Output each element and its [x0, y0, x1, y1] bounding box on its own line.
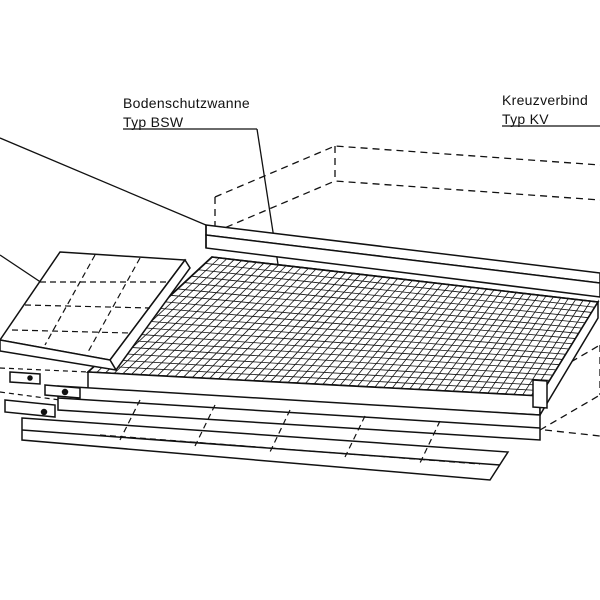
corner-brackets [4, 371, 81, 418]
grating-crossbar [143, 320, 566, 355]
left-panel [0, 251, 191, 372]
grating-crossbar [115, 346, 553, 376]
label-bodenschutzwanne: Bodenschutzwanne [123, 95, 250, 111]
label-typ-bsw: Typ BSW [123, 114, 184, 130]
grating-crossbar [108, 352, 550, 381]
leader-lines [0, 125, 600, 296]
grating-crossbar [156, 307, 573, 345]
corner-brackets-dashed [0, 367, 89, 401]
grating-crossbar [198, 269, 592, 313]
label-kreuzverbinder: Kreuzverbind [502, 92, 589, 108]
grating-crossbar [205, 262, 595, 308]
grating-crossbar [122, 339, 557, 371]
kreuzverbinder-rail [205, 224, 600, 298]
grating-crossbar [191, 275, 589, 319]
bodenschutzwanne-grating [86, 256, 600, 418]
grating-crossbar [94, 365, 544, 392]
grating-crossbar [170, 294, 579, 334]
grating-crossbar [177, 288, 582, 329]
grating-crossbar [136, 326, 563, 360]
grating-crossbar [101, 358, 547, 386]
grating-crossbar [129, 333, 560, 366]
base-plate-dashed [99, 399, 481, 465]
grating-crossbar [163, 301, 576, 339]
label-typ-kv: Typ KV [502, 111, 549, 127]
left-panel-dashed [11, 254, 170, 353]
grating-crossbar [149, 314, 570, 350]
grating-crossbar [184, 282, 586, 324]
